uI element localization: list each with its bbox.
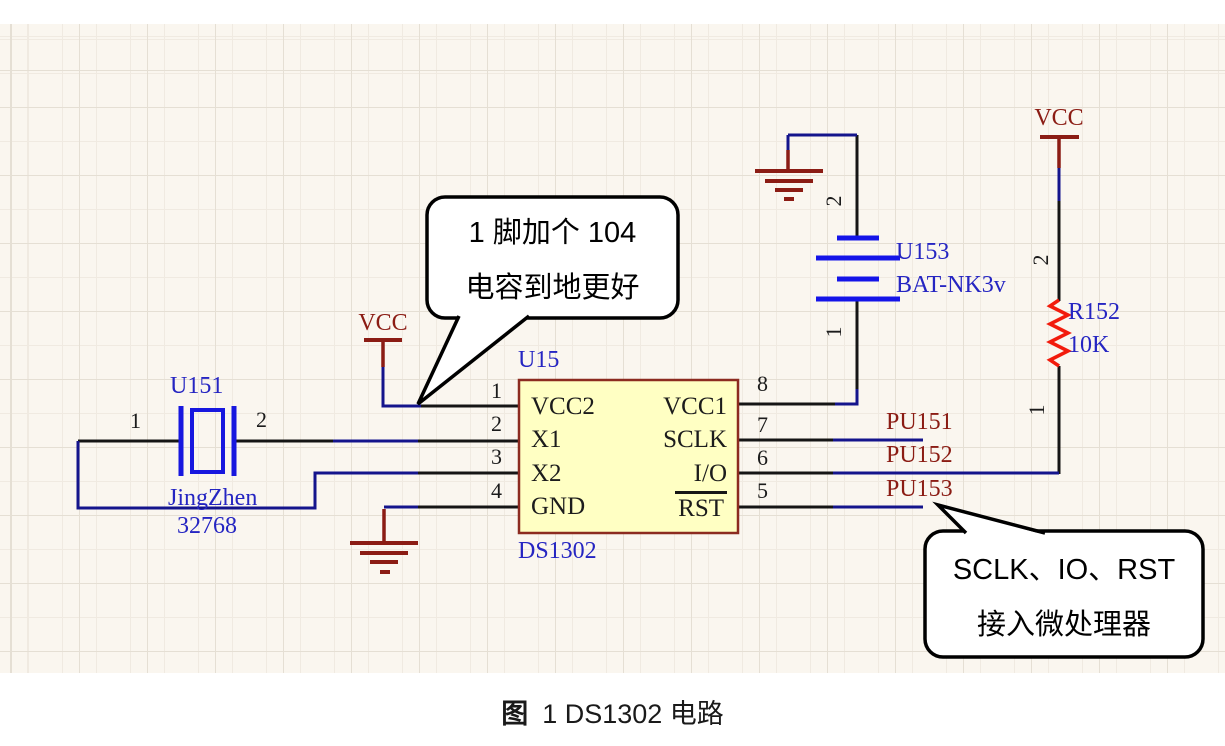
wires-blue xyxy=(76,133,1061,510)
battery-part: BAT-NK3v xyxy=(896,272,1006,298)
chip-pin-name-x1: X1 xyxy=(531,426,562,453)
resistor-icon xyxy=(1046,298,1072,368)
crystal-icon xyxy=(178,406,237,476)
resistor-pin1-number: 1 xyxy=(1024,404,1049,416)
chip-pin6-number: 6 xyxy=(757,445,768,470)
chip-pin4-number: 4 xyxy=(491,478,502,503)
chip-pin-name-rst: RST xyxy=(675,491,727,521)
net-label-pu152: PU152 xyxy=(886,442,953,468)
net-label-pu151: PU151 xyxy=(886,409,953,435)
chip-pin5-number: 5 xyxy=(757,478,768,503)
chip-pin-name-rst-wrap: RST xyxy=(600,491,727,521)
callout-mcu-note-line1: SCLK、IO、RST xyxy=(952,553,1176,586)
net-label-pu153: PU153 xyxy=(886,476,953,502)
ground-symbol-bottom xyxy=(350,509,418,574)
vcc-label-left: VCC xyxy=(358,310,408,336)
ground-symbol-top xyxy=(755,150,823,201)
battery-pin2-number: 2 xyxy=(821,195,846,207)
crystal-pin2-number: 2 xyxy=(256,407,267,432)
callout-cap-note-line2: 电容到地更好 xyxy=(465,272,640,304)
vcc-symbol-right xyxy=(1040,135,1079,168)
figure-caption: 图 1 DS1302 电路 xyxy=(0,692,1225,731)
figure-caption-text: 1 DS1302 电路 xyxy=(542,699,724,729)
resistor-pin2-number: 2 xyxy=(1028,254,1053,266)
resistor-value: 10K xyxy=(1068,332,1110,358)
callout-mcu-note-bubble xyxy=(923,501,1205,659)
chip-pin-name-vcc1: VCC1 xyxy=(663,393,727,420)
vcc-symbol-left xyxy=(364,338,402,367)
battery-designator: U153 xyxy=(896,239,950,265)
crystal-pin1-number: 1 xyxy=(130,408,141,433)
chip-pin2-number: 2 xyxy=(491,411,502,436)
chip-pin7-number: 7 xyxy=(757,412,768,437)
callout-mcu-note-line2: 接入微处理器 xyxy=(976,608,1151,641)
resistor-designator: R152 xyxy=(1068,299,1121,325)
schematic-grid-canvas xyxy=(0,24,1225,673)
chip-designator: U15 xyxy=(518,347,560,373)
chip-pin1-number: 1 xyxy=(491,378,502,403)
chip-pin-name-io: I/O xyxy=(693,460,727,487)
callout-cap-note-line1: 1 脚加个 104 xyxy=(468,217,637,249)
chip-pin3-number: 3 xyxy=(491,444,502,469)
wires-black xyxy=(78,135,1061,509)
crystal-designator: U151 xyxy=(170,373,224,399)
battery-pin1-number: 1 xyxy=(821,326,846,338)
vcc-label-right: VCC xyxy=(1034,105,1084,131)
callout-cap-note: 1 脚加个 104 电容到地更好 xyxy=(427,197,678,318)
chip-pin8-number: 8 xyxy=(757,371,768,396)
figure-caption-label: 图 xyxy=(501,699,529,729)
chip-pin-name-sclk: SCLK xyxy=(663,426,727,453)
chip-body xyxy=(517,378,740,535)
callout-mcu-note: SCLK、IO、RST 接入微处理器 xyxy=(925,531,1203,657)
callout-cap-note-bubble xyxy=(416,195,680,406)
chip-pin-name-vcc2: VCC2 xyxy=(531,393,595,420)
chip-pin-name-gnd: GND xyxy=(531,493,586,520)
crystal-value: 32768 xyxy=(177,513,237,539)
chip-pin-name-x2: X2 xyxy=(531,460,562,487)
crystal-label: JingZhen xyxy=(168,485,258,511)
battery-icon xyxy=(816,235,900,302)
chip-part-number: DS1302 xyxy=(518,538,597,564)
